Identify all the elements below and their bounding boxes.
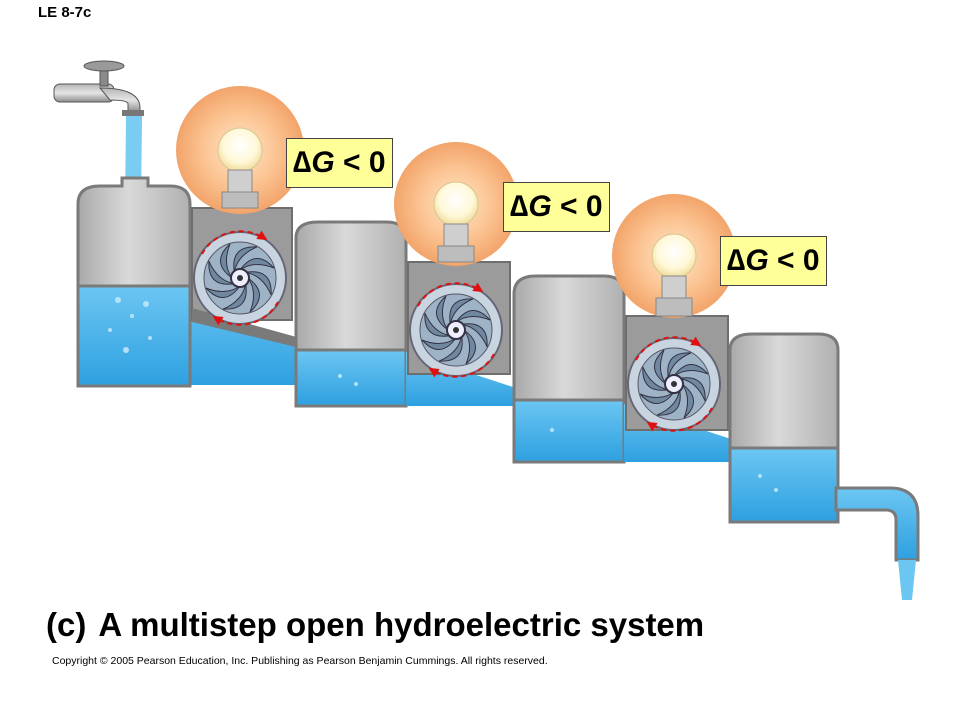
delta-g-label: ∆G < 0 [286, 138, 393, 188]
copyright-notice: Copyright © 2005 Pearson Education, Inc.… [52, 655, 548, 667]
caption-text: A multistep open hydroelectric system [98, 606, 705, 643]
light-bulb-icon [394, 142, 518, 266]
figure-label: LE 8-7c [38, 4, 92, 21]
delta-g-label: ∆G < 0 [503, 182, 610, 232]
caption-letter: (c) [46, 606, 87, 643]
turbine-wheel-icon [409, 282, 503, 378]
faucet-icon [53, 60, 144, 116]
reservoir-tank-3 [512, 274, 734, 464]
light-bulb-icon [176, 86, 304, 214]
turbine-wheel-icon [193, 230, 287, 326]
reservoir-tank-1 [76, 176, 300, 388]
figure-caption: (c) A multistep open hydroelectric system [46, 606, 704, 644]
delta-g-label: ∆G < 0 [720, 236, 827, 286]
light-bulb-icon [612, 194, 736, 318]
reservoir-tank-4 [728, 332, 920, 600]
turbine-wheel-icon [627, 336, 721, 432]
water-bubbles [108, 297, 778, 492]
